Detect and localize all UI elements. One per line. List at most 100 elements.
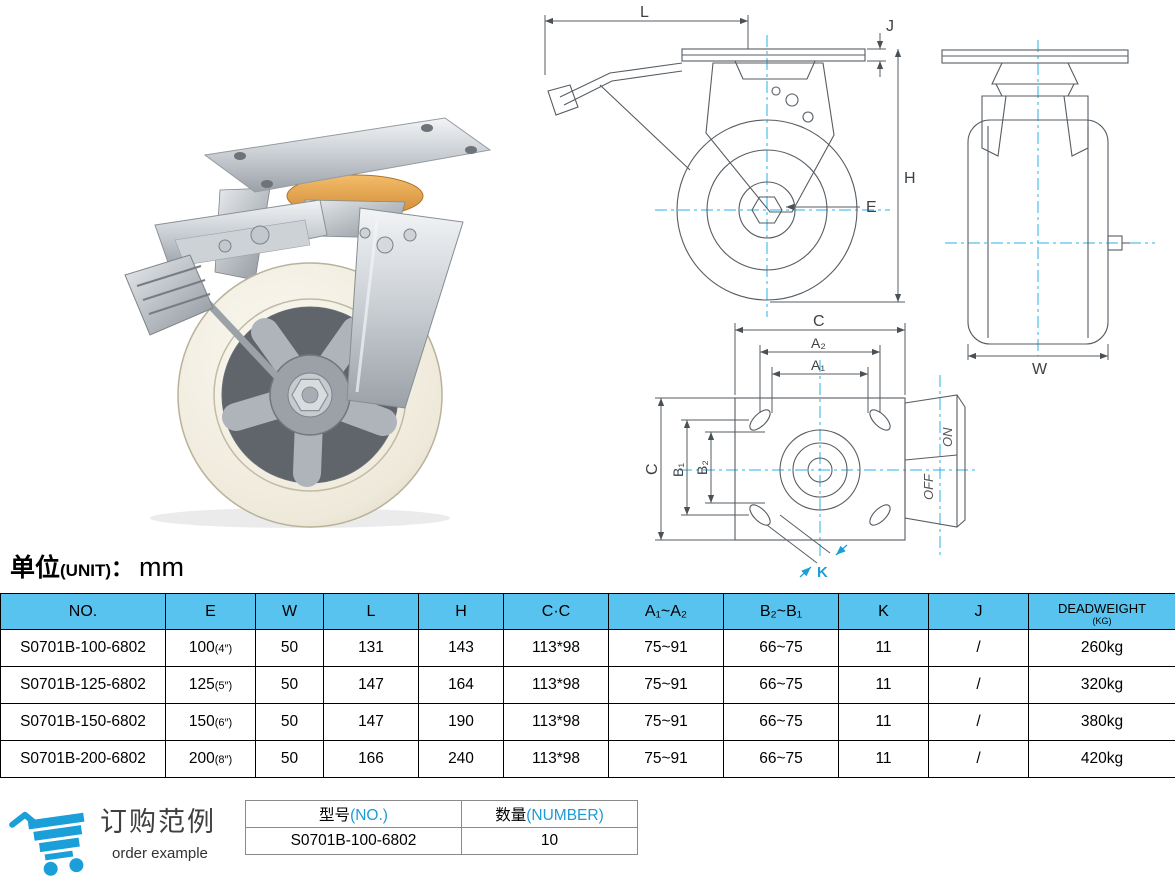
- cell-e: 100(4″): [165, 629, 256, 667]
- dim-label-H: H: [904, 170, 916, 187]
- col-header-no: NO.: [0, 593, 166, 630]
- front-view-drawing: W: [941, 40, 1155, 378]
- cell-no: S0701B-100-6802: [0, 629, 166, 667]
- table-row: S0701B-150-6802 150(6″) 50 147 190 113*9…: [0, 703, 1175, 741]
- cell-j: /: [928, 703, 1029, 741]
- col-header-l: L: [323, 593, 419, 630]
- cell-deadweight: 380kg: [1028, 703, 1175, 741]
- cell-b: 66~75: [723, 740, 839, 778]
- brake-pedal: [124, 254, 214, 336]
- spec-table: NO. E W L H C·C A₁~A₂ B₂~B₁ K J DEADWEIG…: [0, 593, 1175, 778]
- col-header-deadweight: DEADWEIGHT (KG): [1028, 593, 1175, 630]
- dim-label-L: L: [640, 5, 649, 21]
- cell-l: 131: [323, 629, 419, 667]
- unit-label-cn: 单位: [10, 554, 61, 582]
- cell-h: 143: [418, 629, 504, 667]
- col-header-b: B₂~B₁: [723, 593, 839, 630]
- col-header-cc: C·C: [503, 593, 609, 630]
- cell-k: 11: [838, 740, 929, 778]
- shopping-cart-icon: [9, 811, 85, 876]
- front-fork-leg: [346, 207, 464, 409]
- top-plate: [203, 117, 492, 193]
- table-row: S0701B-125-6802 125(5″) 50 147 164 113*9…: [0, 666, 1175, 704]
- cell-w: 50: [255, 666, 324, 704]
- cell-cc: 113*98: [503, 703, 609, 741]
- side-view-drawing: L J H E: [544, 5, 916, 317]
- cell-a: 75~91: [608, 740, 724, 778]
- pedal-on-label: ON: [940, 427, 955, 447]
- cell-deadweight: 260kg: [1028, 629, 1175, 667]
- dim-label-K: K: [817, 564, 828, 580]
- cell-w: 50: [255, 629, 324, 667]
- cell-h: 164: [418, 666, 504, 704]
- col-header-e: E: [165, 593, 256, 630]
- dim-label-B2: B₂: [694, 460, 710, 475]
- order-example-table: 型号(NO.) 数量(NUMBER) S0701B-100-6802 10: [245, 800, 638, 855]
- brake-rod: [201, 296, 284, 384]
- cell-a: 75~91: [608, 629, 724, 667]
- dim-label-C-left: C: [645, 463, 661, 475]
- cell-e: 150(6″): [165, 703, 256, 741]
- table-row: S0701B-100-6802 100(4″) 50 131 143 113*9…: [0, 629, 1175, 667]
- cell-deadweight: 320kg: [1028, 666, 1175, 704]
- dim-label-B1: B₁: [670, 463, 686, 477]
- cell-k: 11: [838, 629, 929, 667]
- cell-e: 125(5″): [165, 666, 256, 704]
- dim-label-A1: A₁: [811, 357, 825, 373]
- unit-label-en: (UNIT): [60, 561, 111, 580]
- col-header-j: J: [928, 593, 1029, 630]
- unit-line: 单位 (UNIT) ： mm: [10, 548, 184, 584]
- cell-w: 50: [255, 740, 324, 778]
- col-header-w: W: [255, 593, 324, 630]
- cell-cc: 113*98: [503, 629, 609, 667]
- deadweight-label: DEADWEIGHT: [1057, 600, 1147, 616]
- cell-b: 66~75: [723, 666, 839, 704]
- cell-l: 147: [323, 703, 419, 741]
- order-example-heading: 订购范例 order example: [100, 800, 216, 862]
- order-qty-value: 10: [461, 827, 638, 855]
- cell-deadweight: 420kg: [1028, 740, 1175, 778]
- cell-h: 240: [418, 740, 504, 778]
- cell-no: S0701B-150-6802: [0, 703, 166, 741]
- unit-separator: ：: [111, 556, 134, 581]
- spec-header-row: NO. E W L H C·C A₁~A₂ B₂~B₁ K J DEADWEIG…: [0, 593, 1175, 630]
- dim-label-E: E: [866, 199, 877, 216]
- deadweight-unit: (KG): [1092, 615, 1112, 626]
- col-header-a: A₁~A₂: [608, 593, 724, 630]
- col-header-k: K: [838, 593, 929, 630]
- cell-k: 11: [838, 703, 929, 741]
- cell-h: 190: [418, 703, 504, 741]
- order-model-value: S0701B-100-6802: [245, 827, 462, 855]
- cell-b: 66~75: [723, 629, 839, 667]
- table-row: S0701B-200-6802 200(8″) 50 166 240 113*9…: [0, 740, 1175, 778]
- dim-label-W: W: [1032, 361, 1048, 378]
- order-qty-header: 数量(NUMBER): [461, 800, 638, 828]
- order-data-row: S0701B-100-6802 10: [245, 827, 638, 855]
- cell-j: /: [928, 666, 1029, 704]
- cell-a: 75~91: [608, 666, 724, 704]
- cell-no: S0701B-125-6802: [0, 666, 166, 704]
- cell-e: 200(8″): [165, 740, 256, 778]
- caster-product-photo: [124, 117, 492, 528]
- dim-label-J: J: [886, 18, 894, 35]
- cell-k: 11: [838, 666, 929, 704]
- order-model-header: 型号(NO.): [245, 800, 462, 828]
- cell-cc: 113*98: [503, 740, 609, 778]
- col-header-h: H: [418, 593, 504, 630]
- cell-cc: 113*98: [503, 666, 609, 704]
- plan-view-drawing: ON OFF C A₂ A₁ C B₁ B₂: [645, 315, 975, 580]
- pedal-off-label: OFF: [921, 473, 936, 500]
- cell-w: 50: [255, 703, 324, 741]
- order-example-title-en: order example: [112, 845, 208, 862]
- order-header-row: 型号(NO.) 数量(NUMBER): [245, 800, 638, 828]
- dim-label-C-top: C: [813, 315, 825, 330]
- dim-label-A2: A₂: [811, 335, 826, 351]
- cell-b: 66~75: [723, 703, 839, 741]
- unit-value: mm: [139, 552, 184, 582]
- cell-a: 75~91: [608, 703, 724, 741]
- cell-l: 147: [323, 666, 419, 704]
- cell-j: /: [928, 629, 1029, 667]
- cell-j: /: [928, 740, 1029, 778]
- cell-no: S0701B-200-6802: [0, 740, 166, 778]
